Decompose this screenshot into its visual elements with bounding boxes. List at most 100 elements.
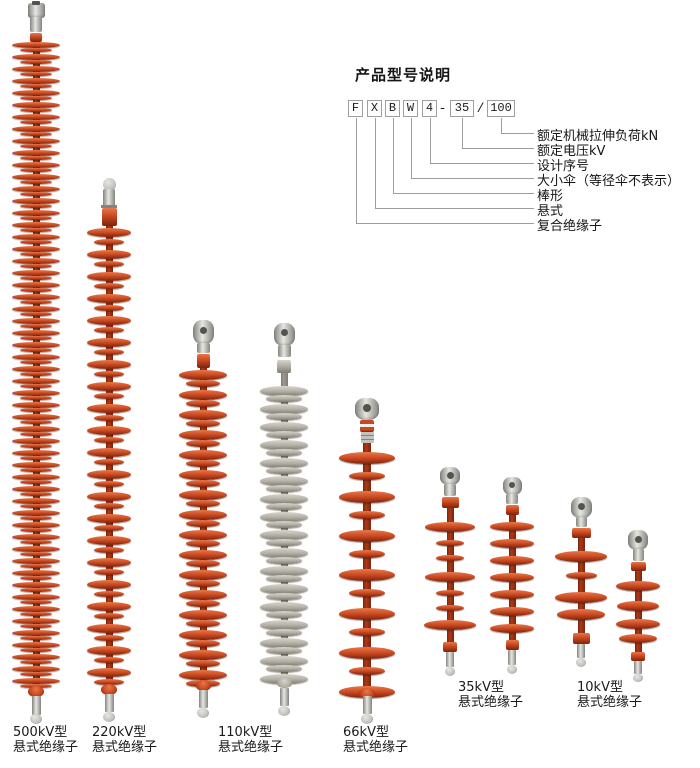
insulator-shed (339, 530, 395, 542)
insulator-shed (20, 624, 52, 628)
insulator-shed (179, 390, 227, 400)
bottom-ball (197, 708, 209, 718)
insulator-shed (12, 186, 60, 192)
caption-line: 悬式绝缘子 (343, 740, 409, 755)
insulator-shed (186, 660, 220, 667)
insulator-shed (490, 607, 534, 616)
insulator-shed (186, 600, 220, 607)
insulator-shed (266, 593, 302, 600)
insulator-shed (266, 485, 302, 492)
insulator-shed (266, 557, 302, 564)
model-code-title: 产品型号说明 (355, 66, 452, 84)
cap-stem (506, 494, 518, 504)
insulator-shed (20, 300, 52, 304)
insulator-shed (94, 613, 124, 619)
insulator-shed (555, 551, 607, 562)
insulator-shed (186, 620, 220, 627)
code-box: 100 (487, 100, 515, 117)
insulator-shed (87, 228, 131, 237)
bottom-band (631, 652, 645, 661)
insulator-shed (20, 216, 52, 220)
insulator-shed (20, 516, 52, 520)
insulator-shed (12, 498, 60, 504)
insulator-shed (20, 348, 52, 352)
insulator-shed (186, 540, 220, 547)
insulator-shed (20, 240, 52, 244)
crimp-sleeve (277, 360, 291, 373)
insulator-shed (186, 560, 220, 567)
insulator-shed (20, 552, 52, 556)
insulator-shed (20, 168, 52, 172)
insulator-shed (20, 420, 52, 424)
insulator-shed (94, 591, 124, 597)
callout-line (356, 118, 534, 224)
bottom-band (443, 642, 457, 652)
callout-line (393, 118, 534, 194)
insulator-shed (186, 380, 220, 387)
insulator-shed (186, 640, 220, 647)
insulator-shed (87, 580, 131, 589)
insulator-shed (12, 474, 60, 480)
cap-eye-hole (363, 404, 371, 412)
insulator-shed (266, 629, 302, 636)
insulator-shed (260, 458, 308, 468)
insulator-shed (436, 555, 464, 561)
insulator-shed (339, 569, 395, 581)
insulator-shed (179, 470, 227, 480)
insulator-shed (20, 600, 52, 604)
insulator-shed (349, 510, 385, 519)
callout-line (375, 118, 534, 209)
insulator-shed (179, 370, 227, 380)
bottom-pin (279, 688, 289, 706)
insulator-shed (20, 456, 52, 460)
insulator-shed (94, 239, 124, 245)
insulator-shed (20, 180, 52, 184)
insulator-shed (20, 564, 52, 568)
callout-label: 复合绝缘子 (537, 219, 603, 234)
insulator-shed (20, 480, 52, 484)
insulator-shed (436, 590, 464, 596)
insulator-shed (12, 270, 60, 276)
insulator-caption: 66kV型悬式绝缘子 (343, 725, 408, 755)
insulator-shed (20, 132, 52, 136)
insulator-shed (12, 462, 60, 468)
bottom-pin (104, 694, 114, 712)
insulator-shed (186, 580, 220, 587)
insulator-shed (490, 556, 534, 565)
caption-line: 悬式绝缘子 (577, 695, 643, 710)
insulator-shed (436, 540, 464, 546)
code-box: F (348, 100, 363, 117)
insulator-shed (20, 336, 52, 340)
insulator-shed (20, 120, 52, 124)
insulator-rod (634, 570, 642, 656)
insulator-shed (260, 386, 308, 396)
insulator-shed (94, 283, 124, 289)
insulator-shed (490, 624, 534, 633)
insulator-shed (94, 525, 124, 531)
insulator-shed (266, 395, 302, 402)
insulator-shed (12, 450, 60, 456)
insulator-shed (179, 490, 227, 500)
bottom-dome (359, 688, 375, 699)
insulator-shed (20, 468, 52, 472)
insulator-shed (260, 584, 308, 594)
insulator-shed (12, 642, 60, 648)
caption-line: 悬式绝缘子 (218, 740, 284, 755)
insulator-shed (87, 536, 131, 545)
insulator-shed (349, 666, 385, 675)
insulator-shed (260, 476, 308, 486)
insulator-shed (179, 630, 227, 640)
insulator-shed (20, 492, 52, 496)
bottom-dome (195, 680, 211, 691)
insulator-shed (12, 150, 60, 156)
insulator-shed (87, 316, 131, 325)
cap-eye-hole (199, 327, 207, 334)
insulator-shed (260, 602, 308, 612)
insulator-shed (12, 246, 60, 252)
bottom-pin (446, 652, 454, 667)
bottom-ball (507, 665, 517, 674)
insulator-shed (339, 452, 395, 464)
callout-line (501, 118, 534, 134)
insulator-shed (12, 42, 60, 48)
insulator-shed (186, 520, 220, 527)
